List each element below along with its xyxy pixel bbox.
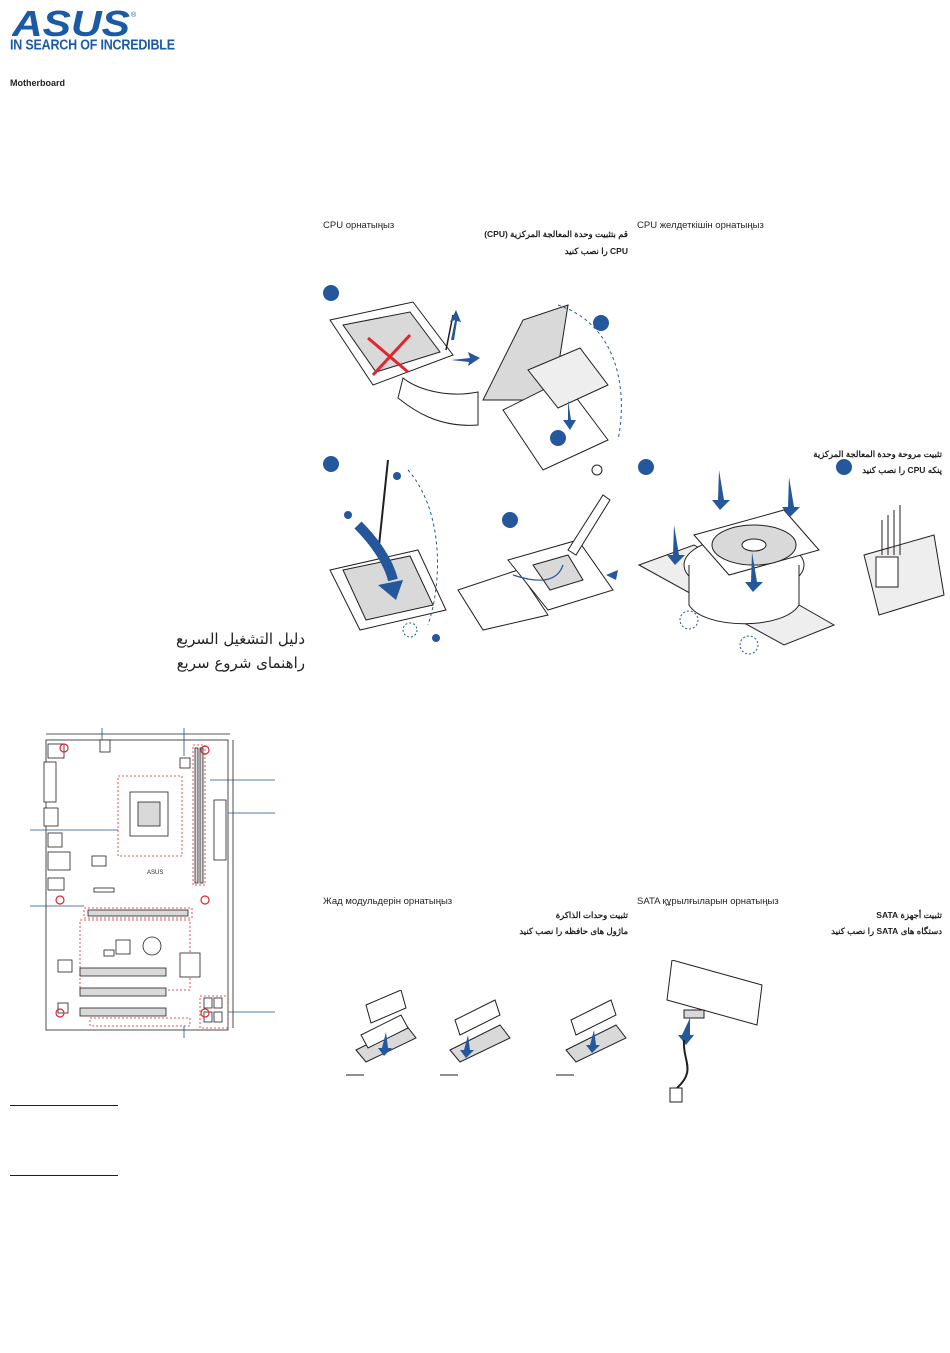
motherboard-layout: ASUS [30, 728, 275, 1038]
sata-heading-fa: دستگاه های SATA را نصب کنید [831, 926, 942, 936]
cross-mark [367, 336, 409, 374]
socket-4 [457, 569, 549, 631]
pcie-slot-2 [79, 987, 167, 997]
lever-arrow [378, 580, 403, 600]
quick-guide-title-fa: راهنمای شروع سریع [176, 654, 305, 672]
memory-heading-kz: Жад модульдерін орнатыңыз [323, 896, 453, 907]
atx-power [213, 799, 227, 861]
board-logo: ASUS [147, 870, 163, 876]
dimm-callout [192, 744, 206, 886]
footer-rule-2 [10, 1175, 118, 1176]
step-2-badge [593, 315, 609, 331]
cpu-install-illustration [323, 285, 622, 642]
arrow-up [450, 310, 461, 340]
logo-tagline: IN SEARCH OF INCREDIBLE [10, 37, 175, 54]
hand [397, 377, 479, 426]
socket-base [502, 379, 609, 471]
dimm-step-3 [556, 999, 627, 1076]
fan-header [875, 556, 899, 588]
dimm-step-1 [346, 990, 417, 1076]
quick-guide-title-ar: دليل التشغيل السريع [176, 630, 305, 648]
footer-rule-1 [10, 1105, 118, 1106]
cpu-install-heading-ar: قم بتثبيت وحدة المعالجة المركزية (CPU) [484, 229, 628, 239]
sata-cable [676, 1039, 689, 1089]
arrow-right [451, 352, 480, 366]
cpu-socket-callout [117, 775, 183, 857]
pcie-slot-1 [79, 967, 167, 977]
step-3-badge [550, 430, 566, 446]
product-label: Motherboard [10, 78, 65, 88]
fan-header-board [863, 534, 945, 616]
paste-syringe [567, 494, 611, 556]
registered-mark: ® [131, 11, 137, 19]
sata-heading-ar: تثبيت أجهزة SATA [876, 910, 942, 920]
dimm-step-2 [440, 999, 511, 1076]
cpu-chip [527, 347, 609, 409]
step-4-badge [323, 456, 339, 472]
cpu-fan-heading-ar: تثبيت مروحة وحدة المعالجة المركزية [813, 449, 942, 459]
step-5-badge [502, 512, 518, 528]
memory-heading-fa: ماژول های حافظه را نصب کنید [519, 926, 628, 936]
step-1-badge [323, 285, 339, 301]
sata-install-illustration [666, 960, 763, 1103]
cpu-install-heading-kz: CPU орнатыңыз [323, 220, 395, 231]
cpu-install-heading-fa: CPU را نصب کنید [564, 246, 628, 256]
logo-wordmark: ASUS [12, 8, 130, 38]
step-2-badge [836, 459, 852, 475]
asus-logo: ASUS ® [11, 3, 138, 44]
cpu-fan-heading-fa: پنکه CPU را نصب کنید [862, 465, 942, 475]
pcie-callout [83, 907, 193, 919]
pcie-slot-3 [79, 1007, 167, 1017]
heatsink-body [688, 565, 800, 625]
sata-heading-kz: SATA құрылғыларын орнатыңыз [637, 896, 779, 907]
step-1-badge [638, 459, 654, 475]
cpu-fan-illustration [637, 459, 945, 655]
memory-install-illustration [346, 990, 627, 1076]
cpu-fan-heading-kz: CPU желдеткішін орнатыңыз [637, 220, 764, 231]
sata-plug [669, 1087, 683, 1103]
drive [666, 960, 763, 1026]
cpu-with-paste [532, 554, 584, 591]
memory-heading-ar: تثبيت وحدات الذاكرة [555, 910, 628, 920]
